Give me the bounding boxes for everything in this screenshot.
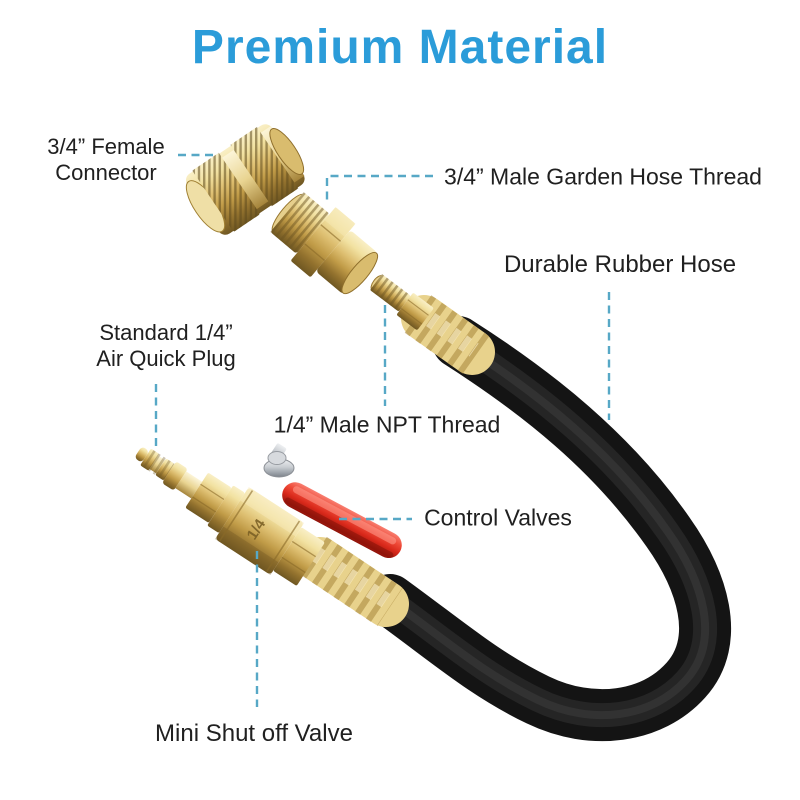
label-female-connector: 3/4” Female Connector	[47, 134, 165, 185]
page-title: Premium Material	[191, 21, 609, 74]
rubber-hose	[364, 316, 732, 742]
valve-screw	[263, 443, 295, 478]
male-adapter-part	[270, 192, 379, 295]
valve-assembly: 1/4	[135, 447, 325, 586]
hose-spring-valve	[297, 536, 409, 627]
label-air-quick-plug: Standard 1/4” Air Quick Plug	[96, 320, 236, 371]
label-male-npt-thread: 1/4” Male NPT Thread	[273, 411, 501, 438]
label-durable-rubber-hose: Durable Rubber Hose	[503, 250, 737, 278]
female-connector-part	[185, 124, 305, 235]
hose-spring-top	[401, 295, 495, 375]
label-mini-shut-off-valve: Mini Shut off Valve	[155, 719, 353, 747]
leader-lines	[154, 153, 611, 707]
label-male-garden-hose-thread: 3/4” Male Garden Hose Thread	[444, 163, 762, 190]
npt-thread-part	[369, 274, 434, 330]
label-control-valves: Control Valves	[424, 504, 572, 531]
leader-male-garden-hose-thread	[325, 174, 433, 205]
